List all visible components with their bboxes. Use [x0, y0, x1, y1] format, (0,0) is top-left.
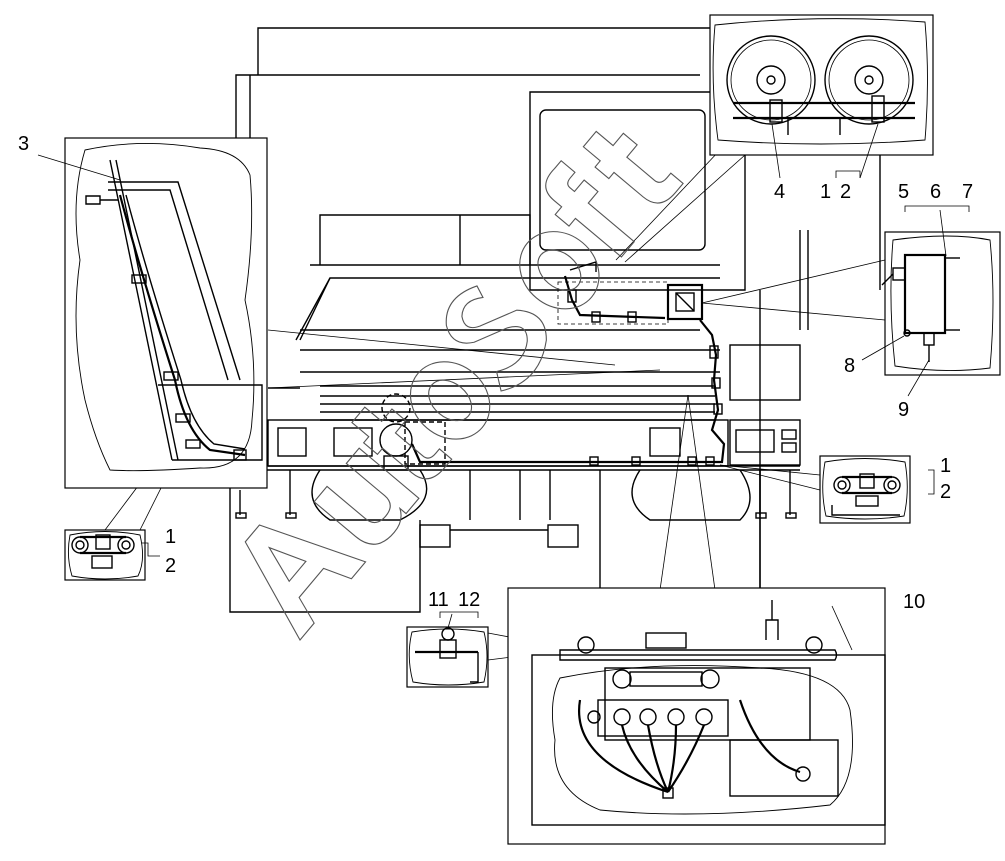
inset-screw-clamp — [406, 611, 489, 688]
label-2-top: 2 — [840, 181, 852, 203]
label-9: 9 — [898, 399, 910, 421]
label-7: 7 — [962, 181, 974, 203]
label-8: 8 — [844, 355, 856, 377]
label-1-top: 1 — [820, 181, 832, 203]
label-2-left: 2 — [165, 555, 177, 577]
label-4: 4 — [774, 181, 786, 203]
control-box — [666, 283, 704, 321]
wire-harness — [410, 275, 726, 466]
inset-junction-box — [507, 587, 886, 845]
bracket-1-2-top — [835, 170, 861, 178]
label-2-right: 2 — [940, 481, 952, 503]
inset-clamp-right — [819, 455, 935, 524]
label-1-right: 1 — [940, 455, 952, 477]
label-1-left: 1 — [165, 526, 177, 548]
dashed-bracket-area — [557, 261, 669, 325]
inset-right-relay-box — [861, 205, 1001, 397]
machine-body — [229, 27, 881, 613]
inset-left-cab-wiring — [37, 137, 268, 489]
label-12: 12 — [458, 589, 481, 611]
label-11: 11 — [428, 589, 449, 611]
inset-top-right-reels — [709, 14, 934, 179]
label-3: 3 — [18, 133, 30, 155]
label-5: 5 — [898, 181, 910, 203]
watermark-logo — [244, 130, 684, 641]
inset-clamp-left — [64, 529, 160, 581]
label-6: 6 — [930, 181, 942, 203]
label-10: 10 — [903, 591, 926, 613]
dashed-pump — [379, 393, 446, 471]
